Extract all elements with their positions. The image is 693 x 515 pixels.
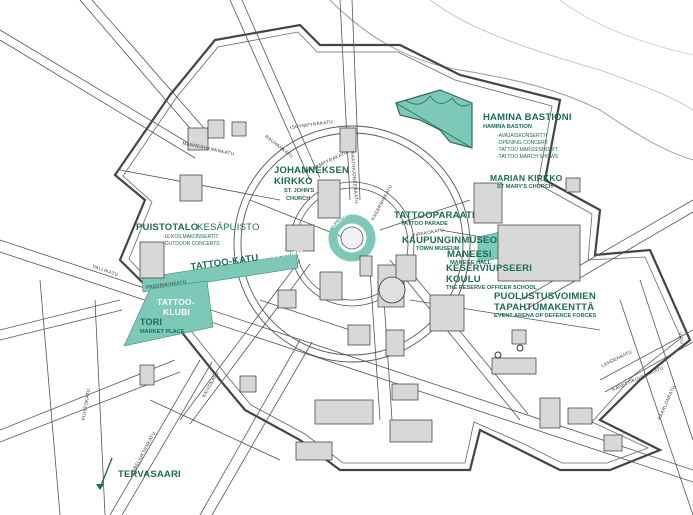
kaupunginmuseo-title: KAUPUNGINMUSEO bbox=[402, 235, 498, 246]
keserviupseeri-title-2: KOULU bbox=[446, 274, 481, 285]
hamina-bastioni-title: HAMINA BASTIONI bbox=[483, 112, 572, 123]
johanneksen-sub-1: ST. JOHN'S bbox=[284, 188, 315, 194]
hamina-line-2: -OPENING CONCERT bbox=[497, 140, 548, 146]
tervasaari-arrow bbox=[99, 457, 113, 489]
puistotalo-line-1: -ULKOILMAKONSERTIT bbox=[163, 234, 219, 240]
johanneksen-title-1: JOHANNEKSEN bbox=[274, 165, 350, 176]
tattoo-street-band bbox=[141, 253, 299, 293]
keserviupseeri-subtitle: THE RESERVE OFFICER SCHOOL bbox=[446, 285, 537, 291]
tattoo-klubi-line-1: TATTOO- bbox=[157, 297, 195, 307]
kaupunginmuseo-subtitle: TOWN MUSEUM bbox=[416, 246, 460, 252]
tattooparaati-title: TATTOOPARAATI bbox=[394, 210, 475, 221]
tori-subtitle: MARKET PLACE bbox=[140, 329, 185, 335]
tervasaari-title: TERVASAARI bbox=[118, 469, 181, 480]
tattooparaati-subtitle: TATTOO PARADE bbox=[401, 221, 448, 227]
puolustusvoimien-subtitle: EVENT ARENA OF DEFENCE FORCES bbox=[494, 313, 597, 319]
maneesi-subtitle: MANEGE HALL bbox=[450, 260, 492, 266]
buildings bbox=[139, 119, 623, 461]
hillside-contour bbox=[329, 0, 693, 161]
puolustusvoimien-title-2: TAPAHTUMAKENTTÄ bbox=[494, 302, 595, 313]
tori-market-place bbox=[123, 280, 214, 347]
puistotalo-line-2: -OUTDOOR CONCERTS bbox=[163, 241, 220, 247]
keserviupseeri-title-1: KESERVIUPSEERI bbox=[446, 263, 533, 274]
marian-subtitle: ST MARY'S CHURCH bbox=[497, 184, 553, 190]
johanneksen-title-2: KIRKKO bbox=[274, 176, 313, 187]
puolustusvoimien-title-1: PUOLUSTUSVOIMIEN bbox=[494, 291, 596, 302]
rotunda-building bbox=[378, 276, 406, 304]
hamina-line-3: -TATTOO MARSSISHOW'T bbox=[497, 147, 559, 153]
hamina-line-1: -AVAJAISKONSERTTI bbox=[497, 133, 548, 139]
fortress-walls bbox=[113, 23, 692, 472]
raatihuoneentori-ring bbox=[328, 214, 376, 262]
hamina-bastion-shape bbox=[395, 89, 473, 149]
maneesi-title: MANEESI bbox=[447, 249, 492, 260]
tattoo-klubi-line-2: KLUBI bbox=[163, 307, 190, 317]
puistotalo-title: PUISTOTALO bbox=[136, 222, 199, 233]
hamina-bastioni-subtitle: HAMINA BASTION bbox=[483, 124, 532, 130]
hamina-line-4: -TATTOO MARCH SHOWS bbox=[497, 154, 559, 160]
puistotalo-title-2: KESÄPUISTO bbox=[197, 222, 260, 233]
johanneksen-sub-2: CHURCH bbox=[286, 196, 311, 202]
tori-title: TORI bbox=[140, 317, 163, 327]
marian-title: MARIAN KIRKKO bbox=[490, 173, 563, 183]
